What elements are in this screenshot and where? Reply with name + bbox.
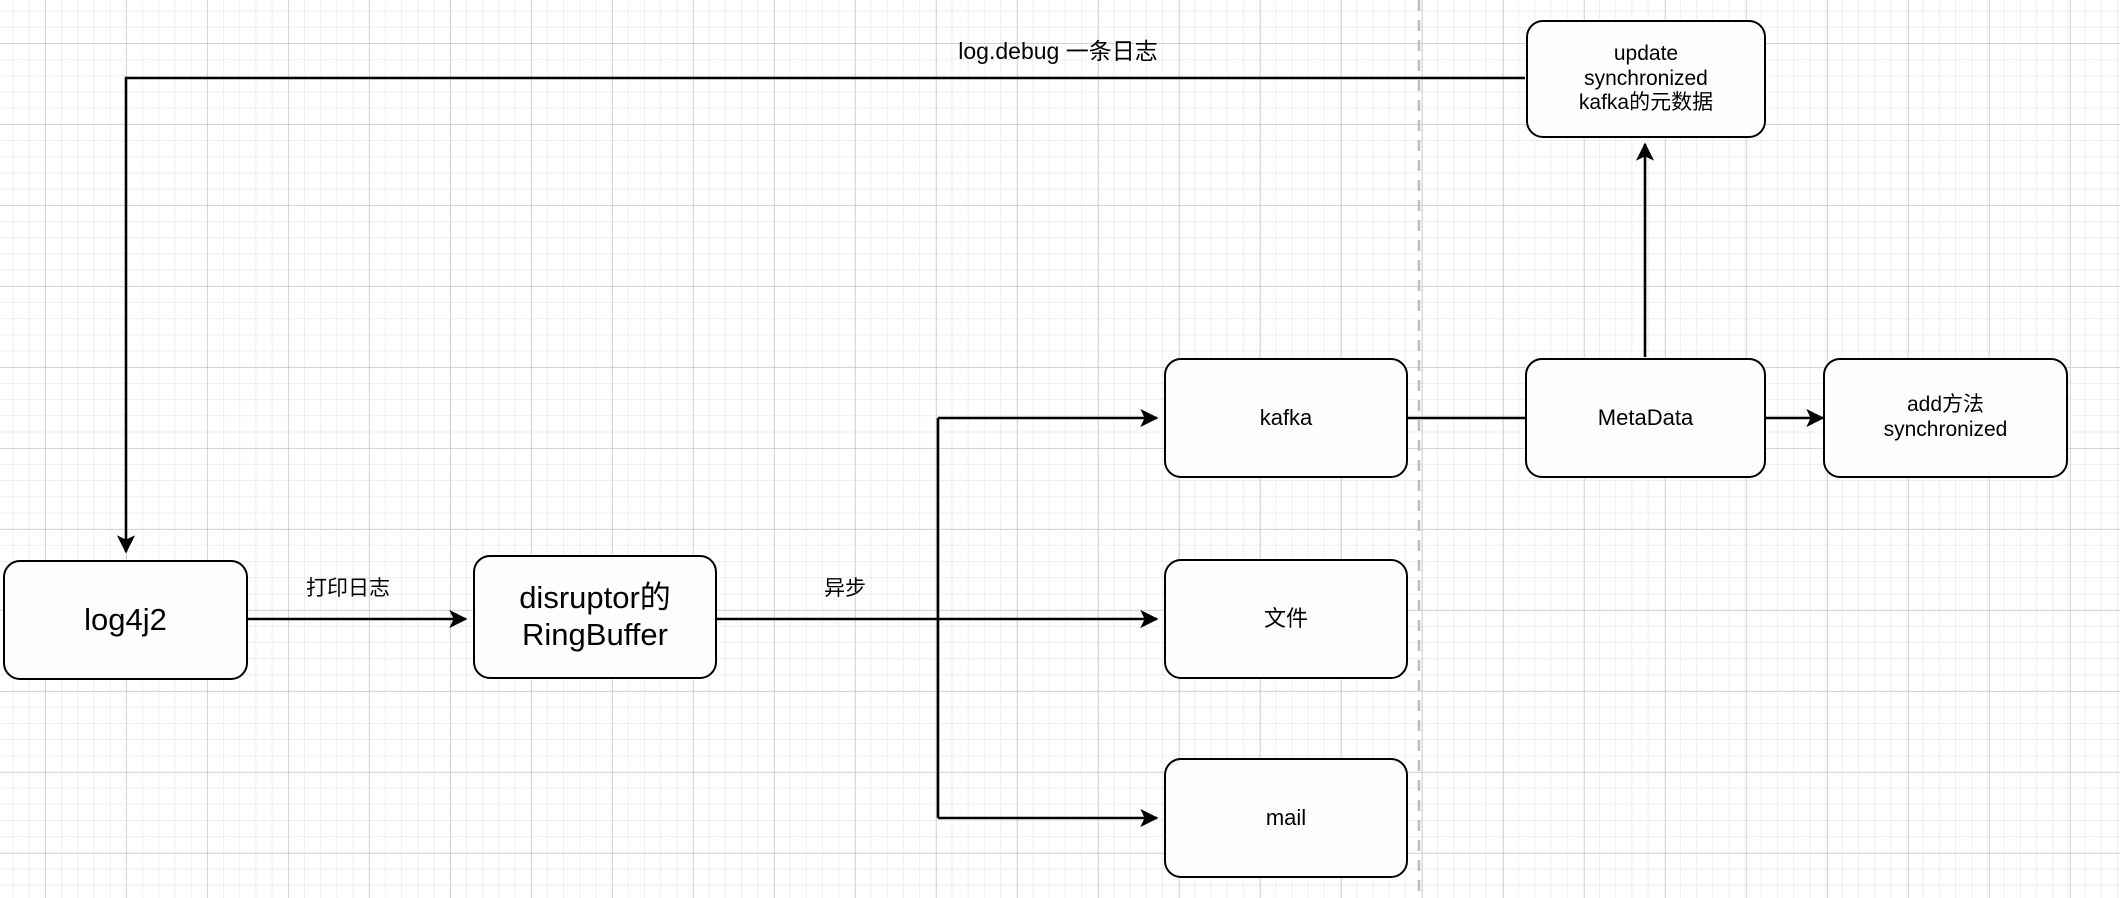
node-log4j2-label: log4j2 bbox=[84, 601, 167, 637]
edge-label-async-text: 异步 bbox=[824, 577, 866, 600]
node-kafka[interactable]: kafka bbox=[1164, 358, 1408, 478]
node-mail-label: mail bbox=[1265, 805, 1307, 831]
edge-label-print-log-text: 打印日志 bbox=[306, 577, 390, 600]
node-kafka-label: kafka bbox=[1259, 405, 1313, 431]
node-ringbuffer-label: disruptor的 RingBuffer bbox=[519, 580, 671, 652]
node-add-method-label: add方法 synchronized bbox=[1883, 393, 2008, 441]
edge-label-log-debug-text: log.debug 一条日志 bbox=[958, 38, 1158, 64]
node-metadata[interactable]: MetaData bbox=[1525, 358, 1766, 478]
edge-label-print-log: 打印日志 bbox=[278, 572, 418, 602]
edge-label-async: 异步 bbox=[800, 572, 890, 602]
node-metadata-label: MetaData bbox=[1597, 405, 1694, 431]
node-update-synchronized[interactable]: update synchronized kafka的元数据 bbox=[1526, 20, 1766, 138]
node-add-method[interactable]: add方法 synchronized bbox=[1823, 358, 2068, 478]
node-file[interactable]: 文件 bbox=[1164, 559, 1408, 679]
node-ringbuffer[interactable]: disruptor的 RingBuffer bbox=[473, 555, 717, 679]
edge-update-to-log4j2 bbox=[116, 76, 1525, 554]
node-log4j2[interactable]: log4j2 bbox=[3, 560, 248, 680]
node-mail[interactable]: mail bbox=[1164, 758, 1408, 878]
node-file-label: 文件 bbox=[1263, 606, 1308, 632]
edge-label-log-debug: log.debug 一条日志 bbox=[938, 32, 1178, 66]
node-update-synchronized-label: update synchronized kafka的元数据 bbox=[1578, 41, 1714, 115]
